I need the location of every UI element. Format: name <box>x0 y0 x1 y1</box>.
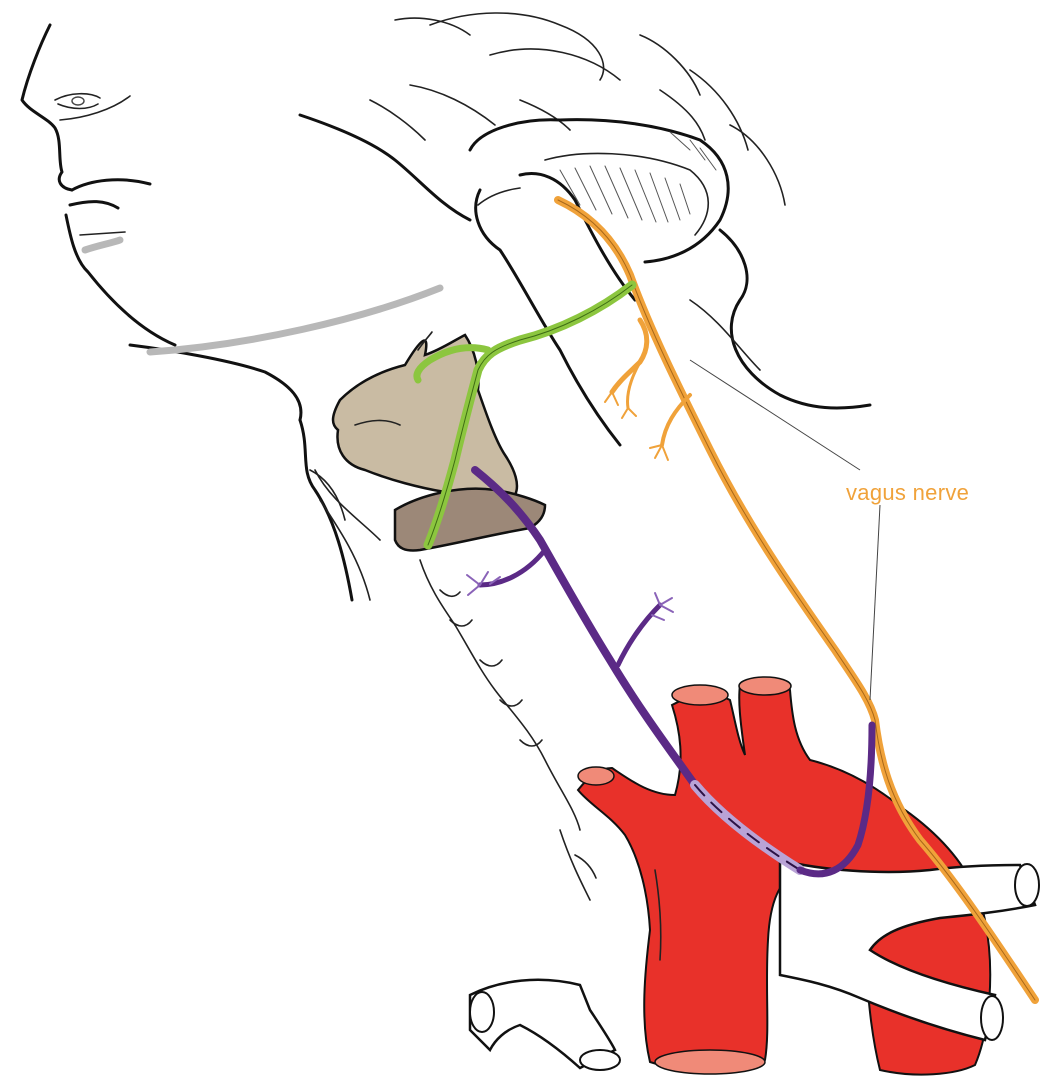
vessel-opening <box>578 767 614 785</box>
vessel-opening <box>981 996 1003 1040</box>
vagus-nerve-label: vagus nerve <box>846 480 969 506</box>
brainstem-cerebellum <box>470 120 870 445</box>
vessel-opening <box>1015 864 1039 906</box>
vessel-opening <box>739 677 791 695</box>
label-leader-lines <box>690 360 880 700</box>
vessel-opening <box>655 1050 765 1074</box>
vessel-opening <box>672 685 728 705</box>
hair-lines <box>300 13 785 220</box>
head-outline <box>22 25 440 600</box>
vessel-opening <box>470 992 494 1032</box>
vessel-opening <box>580 1050 620 1070</box>
